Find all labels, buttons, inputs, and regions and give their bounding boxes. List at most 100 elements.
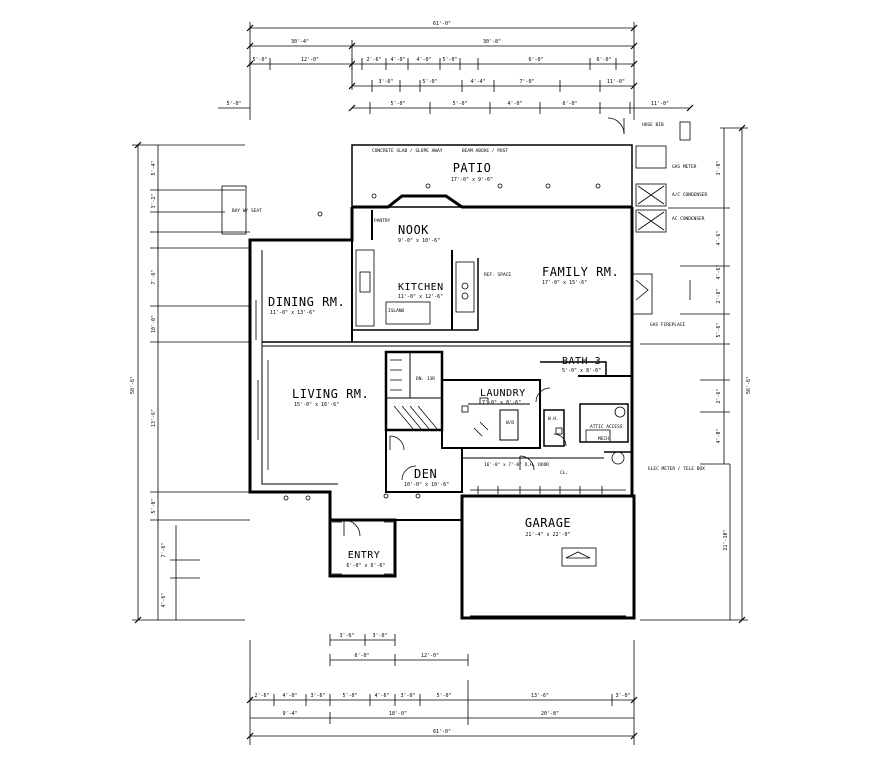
room-den-size: 10'-0" x 10'-6" — [404, 482, 449, 488]
dim-bottom-sub-0: 9'-4" — [282, 711, 297, 717]
room-nook-name: NOOK — [398, 223, 429, 237]
dim-bottom-mid-1: 12'-0" — [421, 653, 439, 659]
dim-lower-2: 4'-4" — [470, 79, 485, 85]
room-living-name: LIVING RM. — [292, 387, 369, 401]
room-family-name: FAMILY RM. — [542, 265, 619, 279]
dim-right-2: 5'-6" — [716, 322, 722, 337]
dim-bottom-mid-0: 6'-0" — [354, 653, 369, 659]
dimension-ticks — [134, 24, 746, 740]
room-dining-name: DINING RM. — [268, 295, 345, 309]
note-water-heater: W.H. — [548, 416, 559, 422]
dim-bottom-seg-6: 5'-0" — [436, 693, 451, 699]
dim-left-3: 10'-0" — [151, 315, 157, 333]
dim-row3-2: 5'-0" — [452, 101, 467, 107]
note-ac-2: AC CONDENSER — [672, 216, 705, 222]
dim-upper-4: 4'-0" — [416, 57, 431, 63]
dim-upper-6: 6'-0" — [528, 57, 543, 63]
dim-left-5: 5'-0" — [151, 498, 157, 513]
dim-bottom-seg-8: 3'-0" — [615, 693, 630, 699]
dim-left-7: 4'-6" — [161, 592, 167, 607]
dim-right-1: 4'-6" — [716, 230, 722, 245]
dim-bottom-seg-4: 4'-6" — [374, 693, 389, 699]
room-laundry-name: LAUNDRY — [480, 388, 526, 399]
dim-bottom-sub-2: 20'-8" — [541, 711, 559, 717]
dim-right-0: 3'-0" — [716, 160, 722, 175]
dim-row3-0: 5'-0" — [226, 101, 241, 107]
dim-bottom-entry-0: 3'-6" — [339, 633, 354, 639]
dim-right-label-0: 4'-6" — [716, 264, 722, 279]
note-pantry: PANTRY — [374, 218, 391, 224]
dim-bottom-seg-0: 2'-6" — [254, 693, 269, 699]
note-gas-meter: GAS METER — [672, 164, 697, 170]
dim-top-right: 30'-8" — [483, 39, 501, 45]
room-family-size: 17'-0" x 15'-6" — [542, 280, 587, 286]
dim-left-1: 3'-2" — [151, 193, 157, 208]
room-nook-size: 9'-0" x 10'-6" — [398, 238, 440, 244]
room-living-size: 15'-0" x 16'-6" — [294, 402, 339, 408]
note-attic: ATTIC ACCESS — [590, 424, 623, 430]
room-bath-name: BATH 3 — [562, 356, 601, 367]
note-stair: DN. 13R — [416, 376, 435, 382]
dim-bottom-seg-7: 13'-6" — [531, 693, 549, 699]
dim-bottom-seg-1: 4'-0" — [282, 693, 297, 699]
room-entry-size: 6'-0" x 6'-6" — [346, 563, 385, 569]
dim-bottom-overall: 61'-0" — [433, 729, 451, 735]
dim-left-4: 13'-6" — [151, 409, 157, 427]
note-closet: CL. — [560, 470, 568, 476]
note-mech: MECH. — [598, 436, 612, 442]
dim-bottom-sub-1: 18'-0" — [389, 711, 407, 717]
note-fridge: REF. SPACE — [484, 272, 511, 278]
note-wd: W/D — [506, 420, 514, 426]
dim-right-label-3: 4'-0" — [716, 428, 722, 443]
dim-bottom-seg-5: 3'-0" — [400, 693, 415, 699]
note-bay: BAY W/ SEAT — [232, 208, 262, 214]
dim-right-3: 21'-10" — [723, 529, 729, 550]
room-den-name: DEN — [414, 467, 437, 481]
note-fireplace: GAS FIREPLACE — [650, 322, 686, 328]
room-laundry-size: 7'-0" x 8'-6" — [482, 400, 521, 406]
note-meter: ELEC METER / TELE BOX — [648, 466, 705, 472]
fixtures — [221, 117, 691, 575]
dim-left-0: 5'-4" — [151, 160, 157, 175]
dim-left-6: 7'-6" — [161, 542, 167, 557]
dim-row3-5: 11'-0" — [651, 101, 669, 107]
dim-bottom-entry-1: 3'-0" — [372, 633, 387, 639]
room-garage-name: GARAGE — [525, 516, 571, 530]
dim-upper-5: 5'-0" — [442, 57, 457, 63]
dim-left-2: 7'-6" — [151, 269, 157, 284]
dim-bottom-seg-2: 3'-6" — [310, 693, 325, 699]
dim-lower-4: 11'-0" — [607, 79, 625, 85]
room-entry-name: ENTRY — [348, 550, 381, 561]
dim-upper-2: 2'-6" — [366, 57, 381, 63]
room-garage-size: 21'-4" x 22'-0" — [525, 532, 570, 538]
dim-lower-3: 7'-0" — [519, 79, 534, 85]
dim-row3-4: 6'-0" — [562, 101, 577, 107]
dimension-lines — [132, 22, 748, 745]
dim-upper-3: 4'-0" — [390, 57, 405, 63]
dim-lower-1: 5'-0" — [422, 79, 437, 85]
room-patio-size: 17'-0" x 9'-6" — [451, 177, 493, 183]
dim-row3-1: 5'-0" — [390, 101, 405, 107]
room-kitchen-name: KITCHEN — [398, 282, 444, 293]
dim-right-overall: 56'-6" — [746, 376, 752, 394]
note-patio-2: BEAM ABOVE / POST — [462, 148, 508, 154]
dim-lower-0: 3'-6" — [378, 79, 393, 85]
room-bath-size: 5'-0" x 8'-6" — [562, 368, 601, 374]
dimension-text: 61'-0" 30'-4" 30'-8" 5'-0" 12'-0" 2'-6" … — [130, 21, 752, 735]
plan-notes: CONCRETE SLAB / SLOPE AWAY BEAM ABOVE / … — [232, 122, 708, 476]
dim-top-left: 30'-4" — [291, 39, 309, 45]
note-patio: CONCRETE SLAB / SLOPE AWAY — [372, 148, 443, 154]
room-patio-name: PATIO — [453, 161, 492, 175]
dim-right-label-2: 2'-6" — [716, 388, 722, 403]
dim-upper-1: 12'-0" — [301, 57, 319, 63]
dim-upper-7: 6'-0" — [596, 57, 611, 63]
dim-upper-0: 5'-0" — [252, 57, 267, 63]
dim-overall-depth: 58'-6" — [130, 376, 136, 394]
dim-bottom-seg-3: 5'-0" — [342, 693, 357, 699]
room-labels: PATIO 17'-0" x 9'-6" NOOK 9'-0" x 10'-6"… — [268, 161, 619, 569]
dim-right-label-1: 2'-8" — [716, 288, 722, 303]
dim-row3-3: 4'-0" — [507, 101, 522, 107]
room-kitchen-size: 11'-0" x 12'-6" — [398, 294, 443, 300]
dim-overall-width: 61'-0" — [433, 21, 451, 27]
